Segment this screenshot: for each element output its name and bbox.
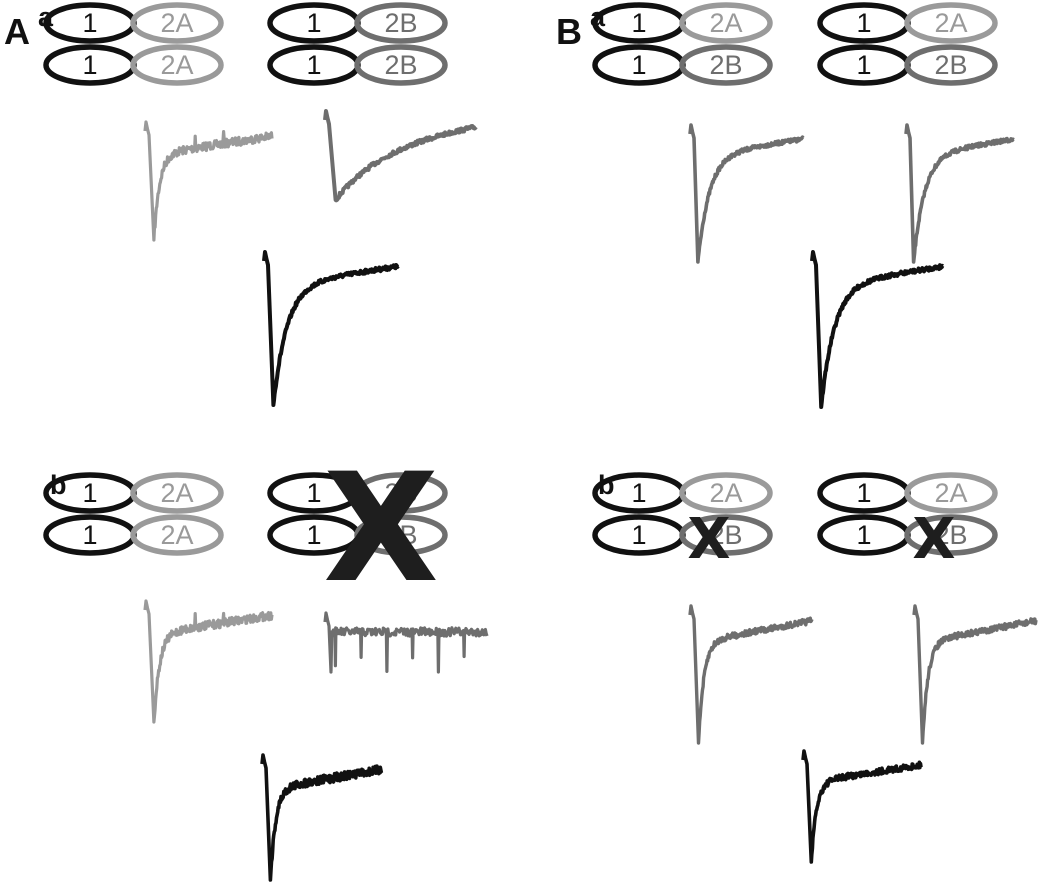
current-trace-Aa-2A: [143, 120, 274, 242]
receptor-group-Ab-left: 1 2A 1 2A: [43, 472, 224, 556]
glun2-subunit: [679, 44, 773, 86]
current-trace-Ba-left: [688, 123, 805, 264]
glun1-label: 1: [306, 478, 321, 508]
current-trace-Ab-sum: [260, 753, 384, 882]
glun2-subunit: [130, 472, 224, 514]
glun2-subunit: [904, 514, 998, 556]
current-trace-Ba-sum: [810, 250, 945, 409]
glun1-label: 1: [82, 50, 97, 80]
current-trace-Bb-left: [688, 604, 814, 745]
glun2a-label: 2A: [934, 478, 967, 508]
glun2-subunit: [904, 44, 998, 86]
knockout-x-mark: X: [323, 442, 439, 616]
receptor-group-Bb-right: 1 2A 1 2BX: [817, 472, 998, 572]
glun1-label: 1: [306, 520, 321, 550]
glun2-subunit: [679, 472, 773, 514]
current-trace-Ab-2A: [143, 599, 274, 724]
glun1-label: 1: [82, 520, 97, 550]
receptor-group-Ba-left: 1 2A 1 2B: [592, 2, 773, 86]
glun2-subunit: [354, 472, 448, 514]
glun2a-label: 2A: [160, 520, 193, 550]
receptor-group-Bb-left: 1 2A 1 2BX: [592, 472, 773, 572]
glun2b-label: 2B: [384, 478, 417, 508]
glun2-subunit: [904, 2, 998, 44]
glun1-label: 1: [631, 478, 646, 508]
glun2-subunit: [904, 472, 998, 514]
current-traces: [143, 109, 1038, 882]
glun1-label: 1: [82, 8, 97, 38]
glun2a-label: 2A: [934, 8, 967, 38]
receptor-group-Aa-left: 1 2A 1 2A: [43, 2, 224, 86]
glun1-label: 1: [856, 520, 871, 550]
receptor-group-Ab-right: 1 2B 1 2BX: [267, 442, 448, 616]
glun2a-label: 2A: [160, 478, 193, 508]
glun2b-label: 2B: [709, 50, 742, 80]
glun2-subunit: [130, 44, 224, 86]
panel-label-B: B: [556, 11, 582, 52]
receptor-group-Aa-right: 1 2B 1 2B: [267, 2, 448, 86]
current-trace-Aa-2B: [323, 109, 478, 203]
glun1-label: 1: [306, 50, 321, 80]
glun1-label: 1: [631, 520, 646, 550]
glun1-label: 1: [82, 478, 97, 508]
knockout-x-mark: X: [912, 507, 955, 572]
current-trace-Ba-right: [904, 123, 1016, 264]
glun1-label: 1: [631, 50, 646, 80]
glun2b-label: 2B: [934, 520, 967, 550]
current-trace-Bb-sum: [801, 749, 923, 864]
glun2-subunit: [679, 2, 773, 44]
panel-label-A: A: [4, 11, 30, 52]
glun2a-label: 2A: [160, 8, 193, 38]
current-trace-Ab-2B: [323, 611, 489, 674]
glun2b-label: 2B: [709, 520, 742, 550]
glun2a-label: 2A: [709, 8, 742, 38]
glun2-subunit: [354, 44, 448, 86]
glun1-label: 1: [856, 478, 871, 508]
glun2-subunit: [354, 514, 448, 556]
glun2a-label: 2A: [709, 478, 742, 508]
knockout-x-mark: X: [687, 507, 730, 572]
receptor-group-Ba-right: 1 2A 1 2B: [817, 2, 998, 86]
glun2b-label: 2B: [384, 50, 417, 80]
glun1-label: 1: [306, 8, 321, 38]
glun2b-label: 2B: [384, 8, 417, 38]
glun2b-label: 2B: [384, 520, 417, 550]
current-trace-Aa-sum: [262, 250, 400, 407]
glun1-label: 1: [856, 8, 871, 38]
current-trace-Bb-right: [912, 604, 1038, 745]
glun2-subunit: [354, 2, 448, 44]
glun2b-label: 2B: [934, 50, 967, 80]
glun2-subunit: [130, 2, 224, 44]
glun1-label: 1: [856, 50, 871, 80]
glun2-subunit: [130, 514, 224, 556]
glun2a-label: 2A: [160, 50, 193, 80]
glun1-label: 1: [631, 8, 646, 38]
glun2-subunit: [679, 514, 773, 556]
